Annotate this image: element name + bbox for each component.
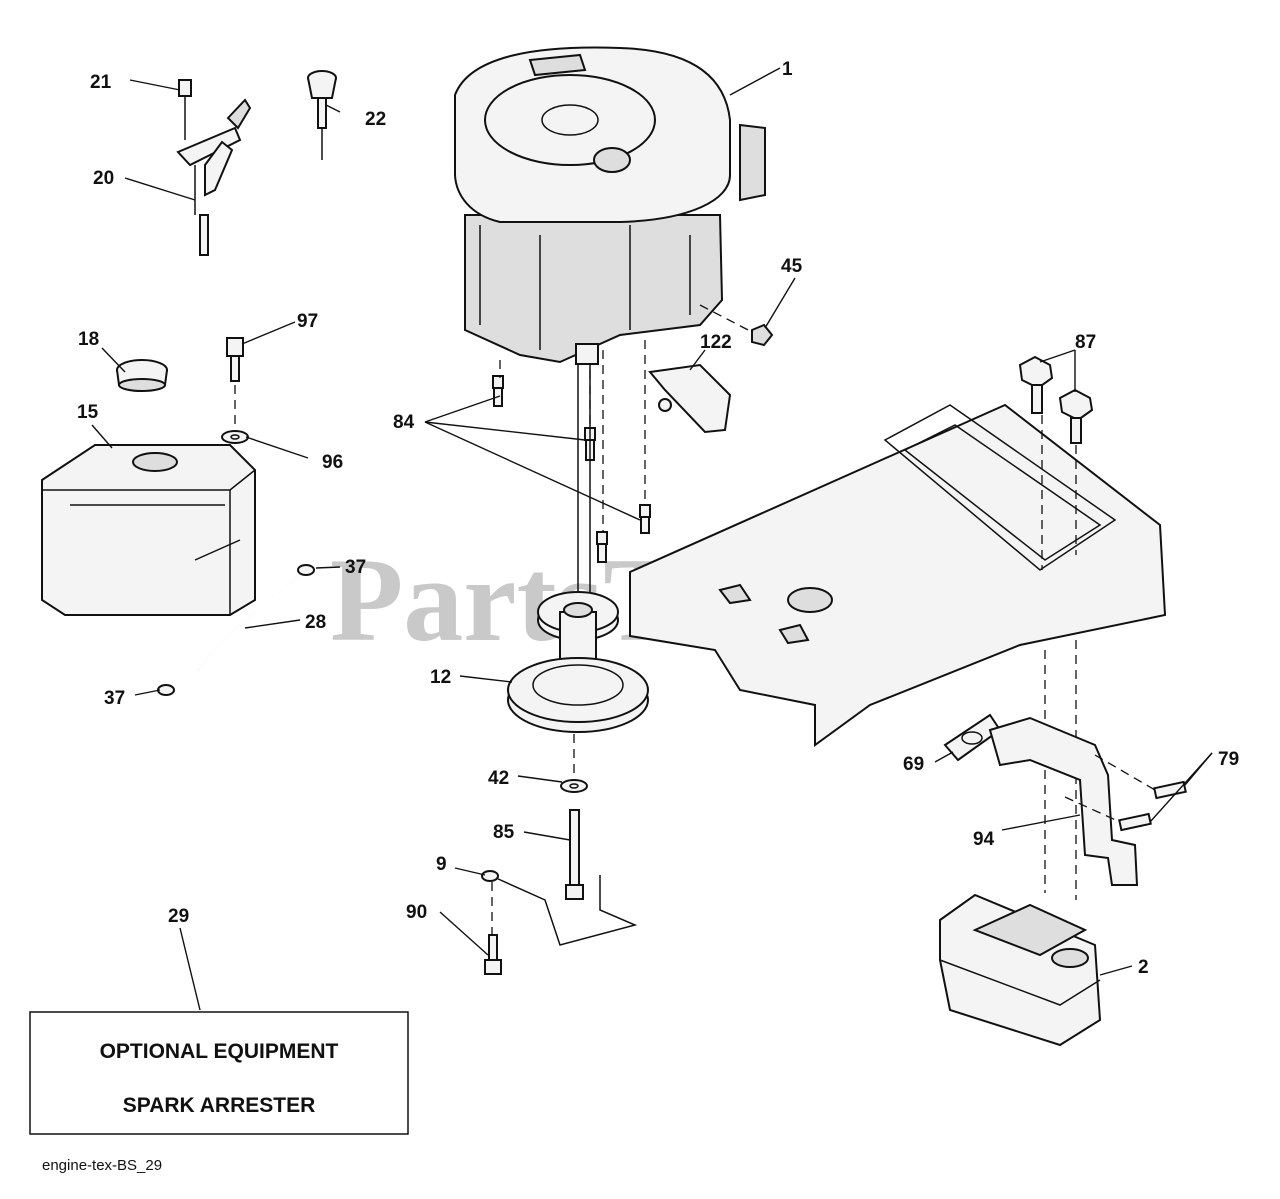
callout-90: 90	[406, 902, 427, 923]
callout-22: 22	[365, 109, 386, 130]
callout-94: 94	[973, 829, 995, 850]
part-122-guard[interactable]	[648, 363, 732, 434]
callout-1: 1	[782, 59, 793, 80]
part-18-fuel-cap[interactable]	[116, 359, 168, 392]
part-20-throttle-control[interactable]	[176, 98, 252, 256]
callout-12: 12	[430, 667, 451, 688]
callout-87: 87	[1075, 332, 1096, 353]
part-79-bolts[interactable]	[1118, 780, 1187, 832]
callout-28: 28	[305, 612, 326, 633]
part-45-nut[interactable]	[751, 323, 774, 347]
callout-69: 69	[903, 754, 924, 775]
callout-85: 85	[493, 822, 515, 843]
part-42-washer[interactable]	[560, 779, 588, 793]
part-97-bolt[interactable]	[226, 337, 244, 382]
callout-21: 21	[90, 72, 112, 93]
part-37-clamp-lower[interactable]	[157, 684, 175, 696]
callout-labels: 1 2 9 12 15 18 20 21 22 28 29 37 37 42 4…	[77, 59, 1239, 978]
part-22-knob[interactable]	[307, 70, 337, 160]
callout-97: 97	[297, 311, 318, 332]
callout-2: 2	[1138, 957, 1149, 978]
part-37-clamp-upper[interactable]	[297, 564, 315, 576]
diagram-caption: engine-tex-BS_29	[42, 1157, 162, 1174]
part-21-screw[interactable]	[178, 79, 192, 140]
optional-equipment-box: OPTIONAL EQUIPMENT SPARK ARRESTER	[29, 1011, 409, 1135]
callout-37-upper: 37	[345, 557, 366, 578]
part-85-bolt[interactable]	[565, 809, 584, 900]
callout-122: 122	[700, 332, 732, 353]
part-15-fuel-tank[interactable]	[41, 444, 256, 616]
callout-45: 45	[781, 256, 803, 277]
part-2-muffler[interactable]	[939, 893, 1102, 1047]
note-line-2: SPARK ARRESTER	[123, 1094, 316, 1117]
callout-18: 18	[78, 329, 99, 350]
callout-79: 79	[1218, 749, 1239, 770]
part-12-pulley[interactable]	[507, 591, 649, 733]
part-90-bolt[interactable]	[484, 934, 502, 975]
callout-20: 20	[93, 168, 114, 189]
callout-29: 29	[168, 906, 189, 927]
callout-42: 42	[488, 768, 509, 789]
part-28-fuel-line[interactable]	[197, 574, 301, 671]
callout-15: 15	[77, 402, 99, 423]
part-96-washer[interactable]	[221, 430, 249, 444]
tractor-frame[interactable]	[629, 403, 1167, 747]
callout-9: 9	[436, 854, 447, 875]
callout-84: 84	[393, 412, 415, 433]
leader-lines	[91, 67, 1213, 1011]
part-94-exhaust-pipe[interactable]	[988, 716, 1139, 886]
part-9-bracket[interactable]	[481, 870, 638, 946]
note-line-1: OPTIONAL EQUIPMENT	[100, 1040, 339, 1063]
callout-96: 96	[322, 452, 343, 473]
part-1-engine[interactable]	[454, 46, 766, 364]
callout-37-lower: 37	[104, 688, 125, 709]
